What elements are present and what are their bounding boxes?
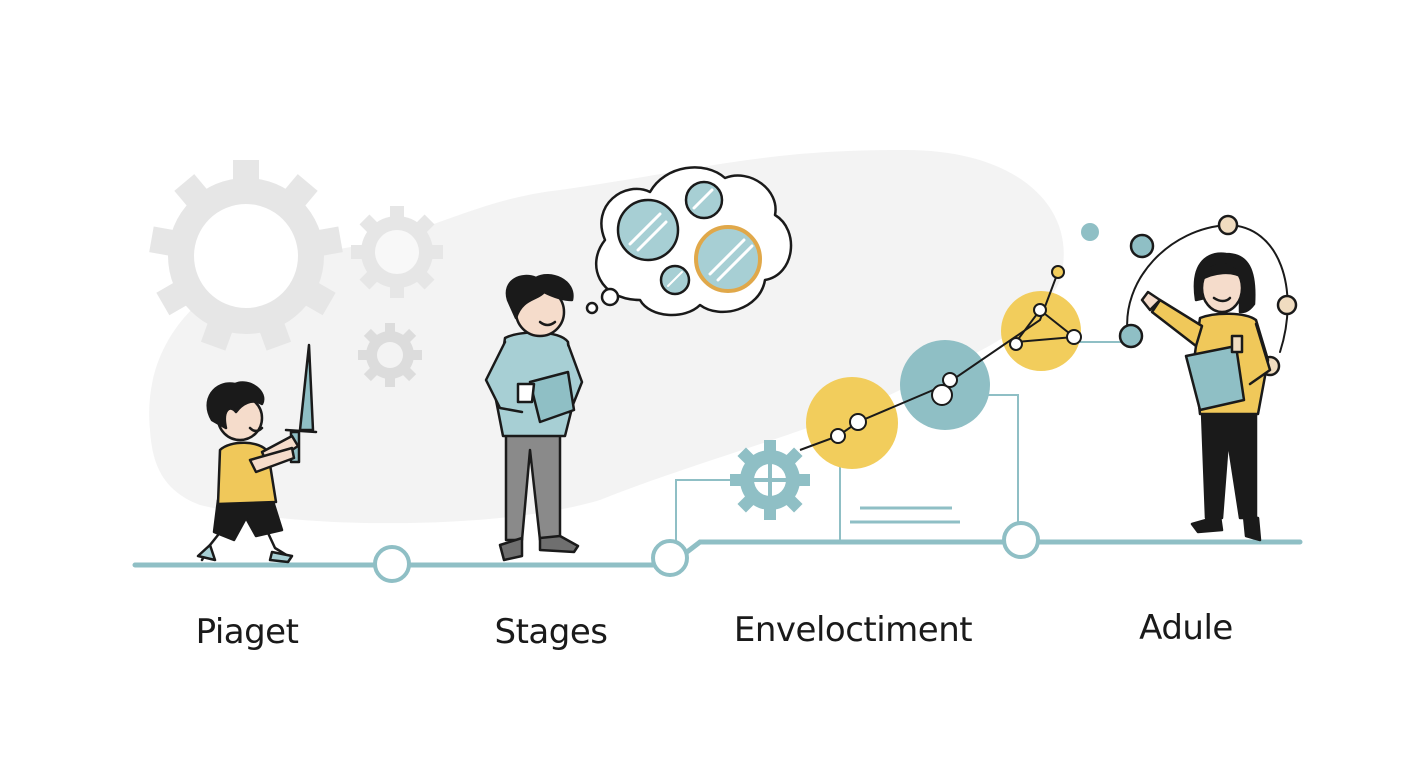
- timeline-marker: [1002, 521, 1040, 559]
- woman-figure: [1081, 214, 1298, 542]
- stage-label-adule: Adule: [1139, 608, 1233, 648]
- lens-icon: [694, 225, 762, 293]
- gear-icon: [149, 160, 343, 351]
- lens-icon: [616, 198, 680, 262]
- timeline-line: [132, 539, 1303, 568]
- stage-label-enveloctiment: Enveloctiment: [733, 610, 973, 650]
- stage-label-piaget: Piaget: [195, 612, 299, 652]
- gear-icon: [730, 440, 810, 520]
- network-blob: [1001, 291, 1081, 371]
- gear-icon: [358, 323, 422, 387]
- boy-figure: [484, 166, 793, 562]
- child-figure: [196, 343, 318, 564]
- timeline-marker: [373, 545, 411, 583]
- node-network: [730, 265, 1082, 524]
- lens-icon: [659, 264, 691, 296]
- stage-label-stages: Stages: [494, 612, 608, 652]
- lens-icon: [684, 180, 724, 220]
- gear-icon: [351, 206, 443, 298]
- timeline-marker: [651, 539, 689, 577]
- sword-icon: [298, 343, 315, 432]
